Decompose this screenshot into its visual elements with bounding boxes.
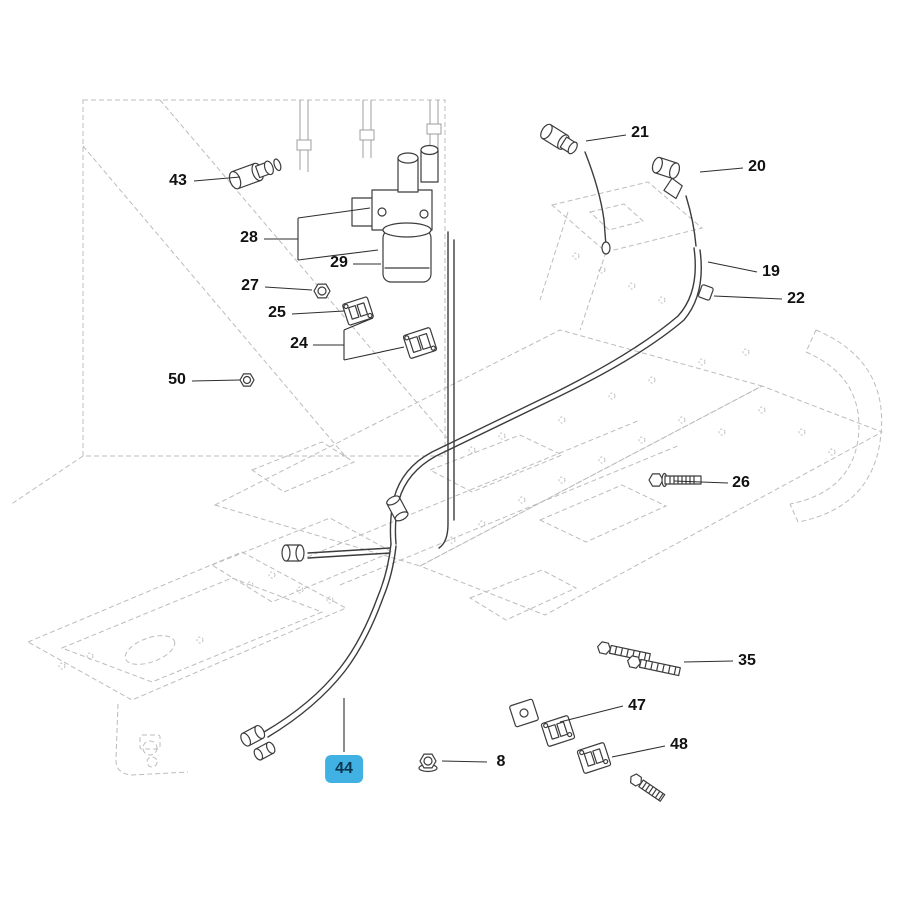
nut-27 <box>313 283 331 299</box>
callout-25[interactable]: 25 <box>268 304 286 321</box>
highlighted-parts-geometry <box>228 123 714 802</box>
callout-27[interactable]: 27 <box>241 277 259 294</box>
nut-8 <box>418 753 438 773</box>
hose-21 <box>584 151 607 247</box>
clamp-24 <box>402 327 438 359</box>
upper-hose-lines <box>296 100 442 172</box>
bolt-26 <box>648 472 702 488</box>
valve-assembly <box>351 144 439 231</box>
fitting-21 <box>540 123 578 155</box>
callout-44[interactable]: 44 <box>325 755 363 783</box>
callout-24[interactable]: 24 <box>290 335 308 352</box>
hole-pattern <box>58 252 836 670</box>
hose-21-end <box>601 241 611 255</box>
branch-fitting <box>281 544 305 562</box>
callout-28[interactable]: 28 <box>240 229 258 246</box>
clamp-47a <box>509 698 539 728</box>
branch-hose-b <box>307 552 391 559</box>
clamp-25 <box>342 296 374 326</box>
fitting-20 <box>651 156 683 200</box>
hose-19b <box>394 249 702 545</box>
bolt-35a <box>597 641 651 663</box>
hose-20 <box>685 195 697 247</box>
nut-50 <box>239 373 255 387</box>
callout-22[interactable]: 22 <box>787 290 805 307</box>
hose-44-end-fittings <box>240 725 276 761</box>
branch-hose <box>307 547 391 554</box>
callout-8[interactable]: 8 <box>496 753 506 770</box>
phantom-frame-lines <box>9 99 884 776</box>
callout-20[interactable]: 20 <box>748 158 766 175</box>
clamp-48 <box>576 742 612 774</box>
leader-lines <box>191 134 783 763</box>
hose-44b <box>267 545 397 738</box>
fitting-43 <box>228 158 282 190</box>
bolt-35b <box>627 655 681 677</box>
callout-35[interactable]: 35 <box>738 652 756 669</box>
callout-47[interactable]: 47 <box>628 697 646 714</box>
hose-union <box>386 495 409 522</box>
clamp-47b <box>540 715 576 747</box>
callout-21[interactable]: 21 <box>631 124 649 141</box>
hose-clip-22 <box>697 284 714 301</box>
callout-29[interactable]: 29 <box>330 254 348 271</box>
filter-canister <box>382 222 432 283</box>
valve-down-hose <box>438 231 449 549</box>
callout-48[interactable]: 48 <box>670 736 688 753</box>
callout-26[interactable]: 26 <box>732 474 750 491</box>
callout-50[interactable]: 50 <box>168 371 186 388</box>
bolt-48 <box>630 773 666 802</box>
callout-19[interactable]: 19 <box>762 263 780 280</box>
callout-43[interactable]: 43 <box>169 172 187 189</box>
hose-44 <box>263 543 392 733</box>
